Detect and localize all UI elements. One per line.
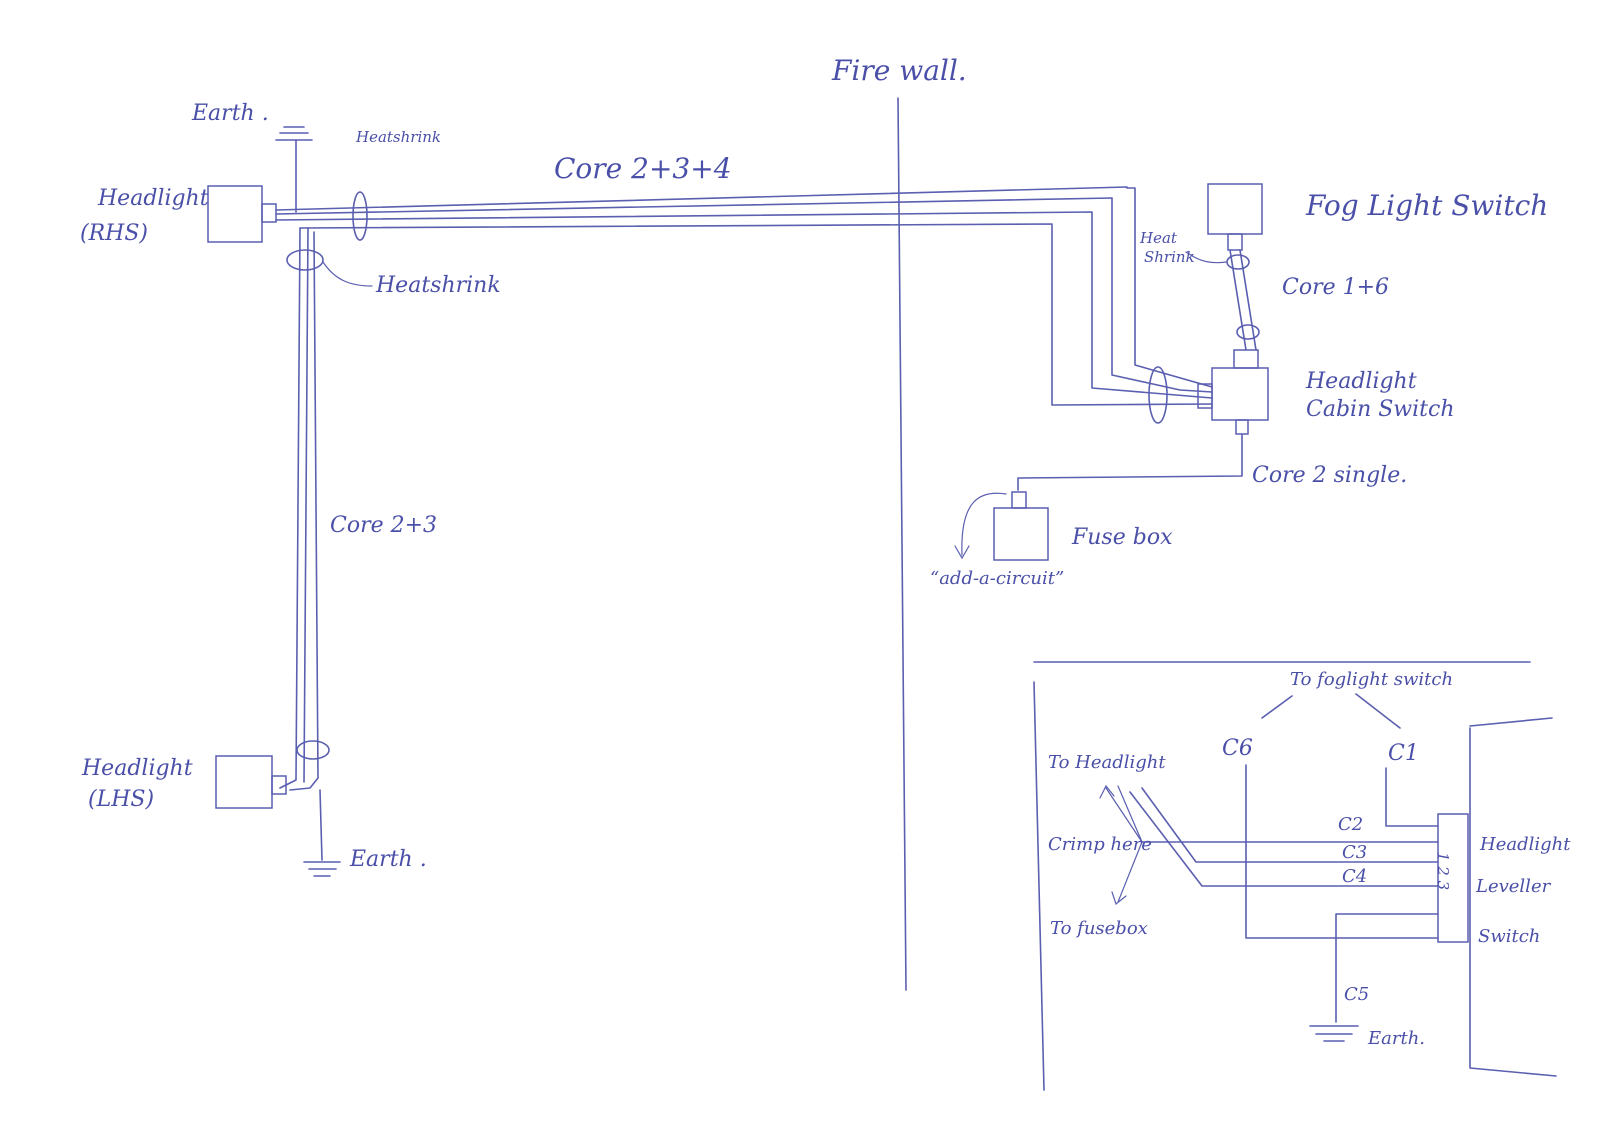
earth-bottom-wire (319, 789, 323, 861)
fog-switch-box (1207, 183, 1263, 235)
heatshrink-bottom-sleeve (296, 740, 330, 760)
core-2-single-wire (1017, 433, 1243, 491)
core-234-cable: Core 2+3+4 Heatshrink (275, 128, 1213, 424)
heat-shrink-small-label-2: Shrink (1144, 248, 1195, 266)
c1-wire (1385, 767, 1439, 827)
inset-border-left (1033, 681, 1045, 1091)
core-234-wire-4 (299, 223, 1213, 406)
earth-top-label: Earth . (191, 101, 269, 126)
c6-wire (1245, 764, 1439, 939)
leveller-switch-outline (1469, 727, 1557, 1077)
core-23-label: Core 2+3 (330, 513, 437, 538)
c4-wire (1129, 791, 1439, 887)
headlight-cabin-switch: Headlight Cabin Switch (1197, 349, 1455, 435)
c5-label: C5 (1344, 984, 1369, 1005)
core-23-wire-3 (289, 231, 319, 791)
core-16-wire-2 (1239, 249, 1257, 351)
cabin-switch-side-connector (1197, 383, 1213, 409)
heatshrink-mid-label: Heatshrink (375, 273, 501, 298)
fusebox-box (993, 507, 1049, 561)
heat-shrink-small-leader (1185, 251, 1227, 264)
to-headlight-arrow-2 (1117, 785, 1143, 843)
core-23-wire-2 (303, 227, 309, 783)
cabin-switch-label-2: Cabin Switch (1306, 397, 1455, 422)
headlight-lhs-connector (271, 775, 287, 795)
leveller-pins-label: 1 2 3 (1434, 852, 1452, 890)
earth-top: Earth . (191, 101, 313, 213)
heatshrink-top-label: Heatshrink (355, 128, 441, 146)
headlight-rhs-label-1: Headlight (97, 186, 209, 211)
c1-branch (1355, 693, 1401, 729)
cabin-switch-top-connector (1233, 349, 1259, 369)
fusebox-label: Fuse box (1071, 525, 1173, 550)
leveller-label-3: Switch (1478, 926, 1540, 947)
core-23-cable: Heatshrink Core 2+3 (279, 227, 501, 791)
fog-switch-connector (1227, 233, 1243, 251)
heatshrink-cabin-sleeve (1148, 366, 1168, 424)
firewall-line (897, 97, 907, 991)
add-a-circuit-arrowhead (954, 545, 970, 560)
c6-branch (1261, 695, 1293, 719)
core-23-wire-1 (279, 227, 301, 789)
earth-bottom-label: Earth . (349, 847, 427, 872)
headlight-rhs-connector (261, 203, 277, 223)
headlight-lhs: Headlight (LHS) (81, 755, 287, 812)
heatshrink-fog-top (1226, 254, 1250, 270)
cabin-switch-box (1211, 367, 1269, 421)
fog-switch-label: Fog Light Switch (1305, 189, 1548, 222)
cabin-switch-label-1: Headlight (1305, 369, 1417, 394)
to-fusebox-arrow (1117, 841, 1143, 903)
c4-label: C4 (1342, 866, 1367, 887)
c1-label: C1 (1388, 741, 1419, 766)
headlight-rhs-label-2: (RHS) (80, 221, 148, 246)
to-headlight-arrowhead (1099, 784, 1115, 799)
firewall: Fire wall. (831, 54, 967, 991)
leveller-label-2: Leveller (1475, 876, 1552, 897)
to-headlight-arrow-1 (1105, 787, 1143, 843)
earth-bottom: Earth . (303, 789, 427, 877)
core-2-single-label: Core 2 single. (1252, 463, 1407, 488)
add-a-circuit-label: “add-a-circuit” (930, 568, 1064, 589)
crimp-here-label: Crimp here (1048, 834, 1152, 855)
fusebox-connector (1011, 491, 1027, 509)
heatshrink-mid-leader (322, 261, 373, 287)
fuse-box: Fuse box “add-a-circuit” (930, 491, 1173, 589)
c3-label: C3 (1342, 842, 1367, 863)
fog-light-switch: Fog Light Switch (1207, 183, 1548, 251)
headlight-lhs-box (215, 755, 273, 809)
c6-label: C6 (1222, 736, 1253, 761)
core-2-single: Core 2 single. (1017, 433, 1407, 491)
leveller-inset: 1 2 3 To foglight switch C6 C1 C2 C3 C4 … (1033, 661, 1571, 1091)
inset-earth-label: Earth. (1367, 1028, 1425, 1049)
to-foglight-switch-label: To foglight switch (1290, 669, 1453, 690)
headlight-lhs-label-1: Headlight (81, 756, 193, 781)
core-16-cable: Heat Shrink Core 1+6 (1139, 229, 1389, 351)
to-headlight-label: To Headlight (1048, 752, 1166, 773)
heat-shrink-small-label-1: Heat (1139, 229, 1178, 247)
firewall-label: Fire wall. (831, 54, 967, 87)
headlight-rhs: Headlight (RHS) (80, 185, 277, 246)
leveller-connector-block (1437, 813, 1469, 943)
core-16-wire-1 (1229, 249, 1247, 351)
core-234-wire-2 (275, 197, 1213, 393)
core-234-label: Core 2+3+4 (554, 152, 732, 185)
core-16-label: Core 1+6 (1282, 275, 1389, 300)
c5-wire (1335, 913, 1439, 1023)
heatshrink-top-sleeve (352, 191, 368, 241)
heatshrink-mid-sleeve (286, 249, 324, 271)
core-234-wire-3 (275, 211, 1213, 399)
to-fusebox-arrowhead (1111, 891, 1127, 906)
c2-label: C2 (1338, 814, 1363, 835)
leveller-label-1: Headlight (1479, 834, 1571, 855)
cabin-switch-bottom-connector (1235, 419, 1249, 435)
leveller-switch-top (1469, 717, 1553, 727)
headlight-rhs-box (207, 185, 263, 243)
add-a-circuit-arrow (961, 492, 1007, 556)
core-234-wire-1 (275, 186, 1213, 388)
headlight-lhs-label-2: (LHS) (88, 787, 154, 812)
to-fusebox-label: To fusebox (1050, 918, 1148, 939)
heatshrink-fog-bottom (1236, 324, 1260, 340)
c3-wire (1141, 787, 1439, 863)
